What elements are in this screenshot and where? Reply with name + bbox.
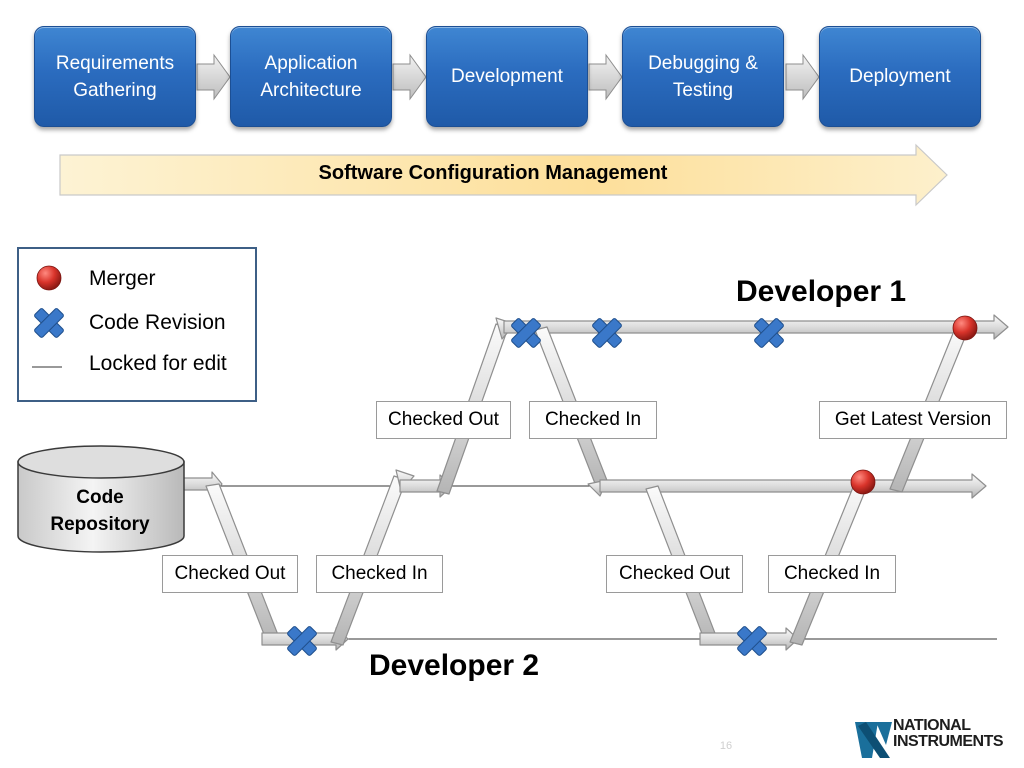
stage-development: Development [426,26,588,127]
ni-logo-icon [855,722,892,758]
revision-icon [511,318,541,348]
stage-application-architecture: Application Architecture [230,26,392,127]
dev2-checked-out-label-2: Checked Out [606,555,743,593]
merger-icon [952,315,978,341]
dev2-checked-in-label-2: Checked In [768,555,896,593]
revision-icon [737,626,767,656]
revision-icon [592,318,622,348]
get-latest-version-label: Get Latest Version [819,401,1007,439]
scm-banner-label: Software Configuration Management [318,162,668,184]
scm-banner-arrow [59,143,948,207]
stage-requirements-gathering: Requirements Gathering [34,26,196,127]
legend-merger-label: Merger [89,267,156,290]
code-revision-markers [287,318,784,656]
stage-connector-3 [588,53,623,101]
legend-revision-icon [34,308,64,338]
dev1-checked-out-label: Checked Out [376,401,511,439]
legend: Merger Code Revision Locked for edit [17,247,257,402]
stage-connector-2 [392,53,427,101]
legend-icons [32,265,64,368]
flow-tubes [182,314,1009,651]
stage-connector-4 [785,53,820,101]
national-instruments-logo: NATIONAL INSTRUMENTS [893,717,1004,750]
legend-code-revision-label: Code Revision [89,311,226,334]
legend-merger-icon [36,265,62,291]
code-repository [17,445,185,553]
dev2-checked-in-label-1: Checked In [316,555,443,593]
stage-deployment: Deployment [819,26,981,127]
main-lane-arrow [599,473,987,499]
merger-markers [850,315,978,495]
developer-2-label: Developer 2 [369,649,540,682]
stage-connectors [196,53,820,101]
stage-connector-1 [196,53,231,101]
developer-1-label: Developer 1 [736,275,907,308]
merger-icon [850,469,876,495]
revision-icon [754,318,784,348]
stage-debugging-testing: Debugging & Testing [622,26,784,127]
page-number: 16 [719,740,733,752]
revision-icon [287,626,317,656]
legend-locked-label: Locked for edit [89,352,227,375]
dev1-checked-in-label: Checked In [529,401,657,439]
dev2-checked-out-label-1: Checked Out [162,555,298,593]
code-repository-label: Code Repository [50,487,150,535]
